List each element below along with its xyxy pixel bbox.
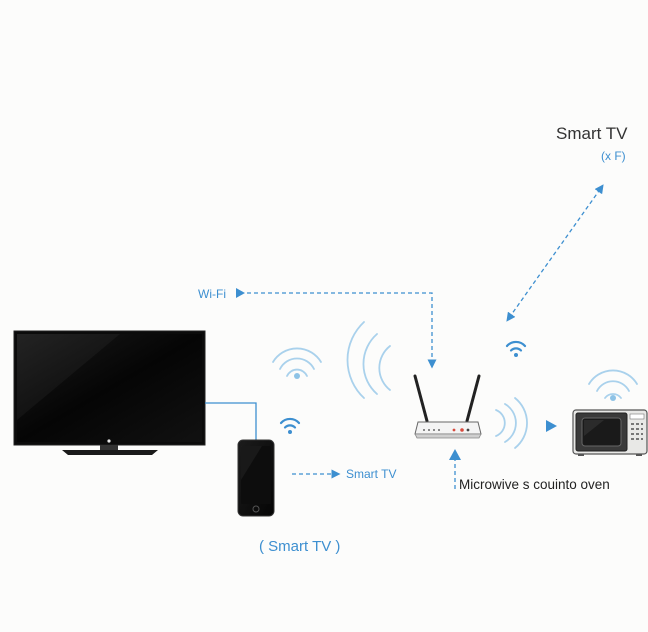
tv-icon: [13, 330, 206, 455]
wifi-icon: [272, 347, 322, 379]
signal-waves-left: [346, 321, 391, 399]
microwave-label: Microwive s couinto oven: [459, 477, 610, 492]
wifi-arrowhead: [236, 288, 245, 298]
wifi-router-arrow: [247, 292, 437, 369]
router-icon: [413, 374, 482, 439]
wifi-label: Wi-Fi: [198, 287, 226, 301]
wifi-icon: [279, 417, 301, 434]
router-microwave-arrow: [546, 420, 557, 432]
smart-tv-top-sublabel: (x F): [601, 149, 626, 163]
smartphone-icon: [237, 439, 275, 517]
signal-waves-right: [495, 397, 528, 449]
label-router-arrowhead: [449, 449, 461, 460]
wifi-icon: [505, 340, 527, 357]
tv-phone-connector: [205, 402, 257, 442]
smart-tv-bottom-label: ( Smart TV ): [259, 538, 340, 555]
smart-tv-phone-label: Smart TV: [346, 467, 396, 481]
microwave-icon: [572, 409, 648, 456]
wifi-icon: [588, 369, 638, 401]
router-smarttv-arrow: [506, 184, 604, 322]
smart-tv-top-label: Smart TV: [556, 124, 628, 143]
